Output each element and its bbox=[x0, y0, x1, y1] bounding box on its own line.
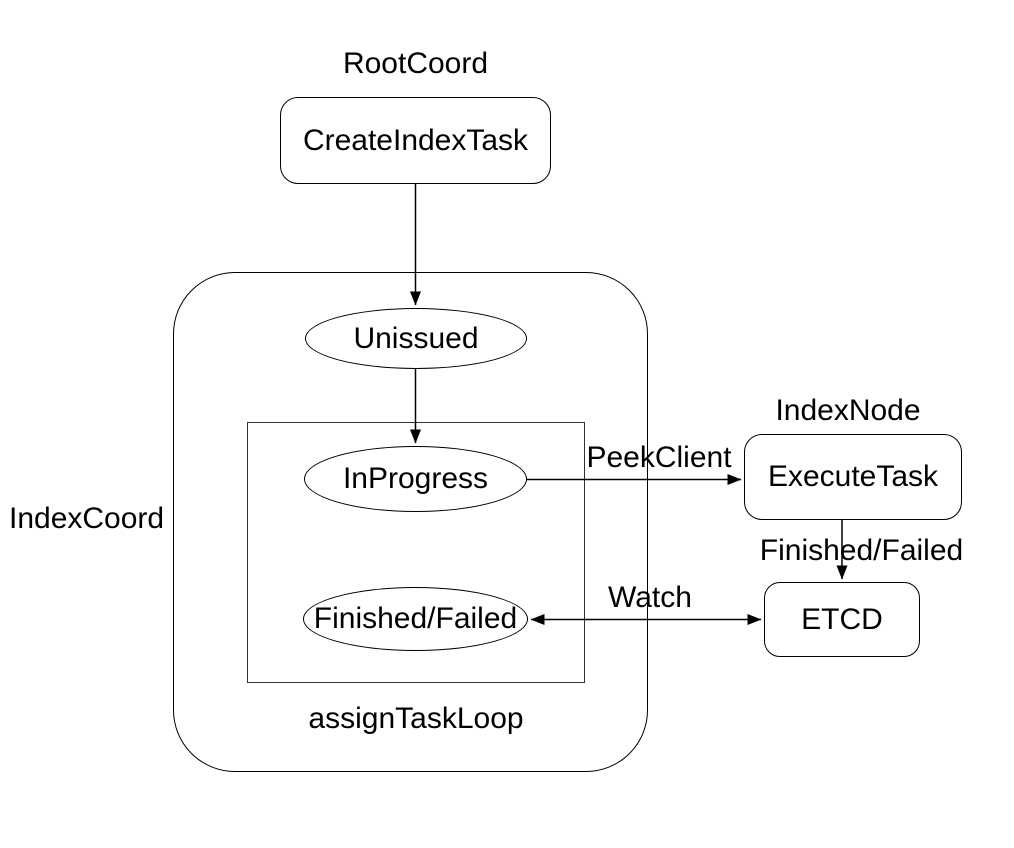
node-unissued: Unissued bbox=[305, 308, 527, 369]
assign-task-loop-label: assignTaskLoop bbox=[308, 702, 524, 735]
edge-label-finished-failed: Finished/Failed bbox=[759, 534, 964, 567]
node-create-index-task: CreateIndexTask bbox=[280, 97, 551, 184]
node-execute-task: ExecuteTask bbox=[744, 434, 962, 520]
index-coord-label: IndexCoord bbox=[9, 502, 165, 535]
node-finished-failed: Finished/Failed bbox=[303, 587, 528, 651]
edge-label-watch: Watch bbox=[608, 581, 692, 614]
edge-label-peek-client: PeekClient bbox=[586, 441, 732, 474]
node-etcd: ETCD bbox=[764, 582, 920, 657]
index-node-label: IndexNode bbox=[775, 394, 921, 427]
root-coord-label: RootCoord bbox=[342, 47, 489, 80]
node-in-progress: InProgress bbox=[304, 446, 527, 512]
index-coord-container bbox=[173, 272, 648, 772]
